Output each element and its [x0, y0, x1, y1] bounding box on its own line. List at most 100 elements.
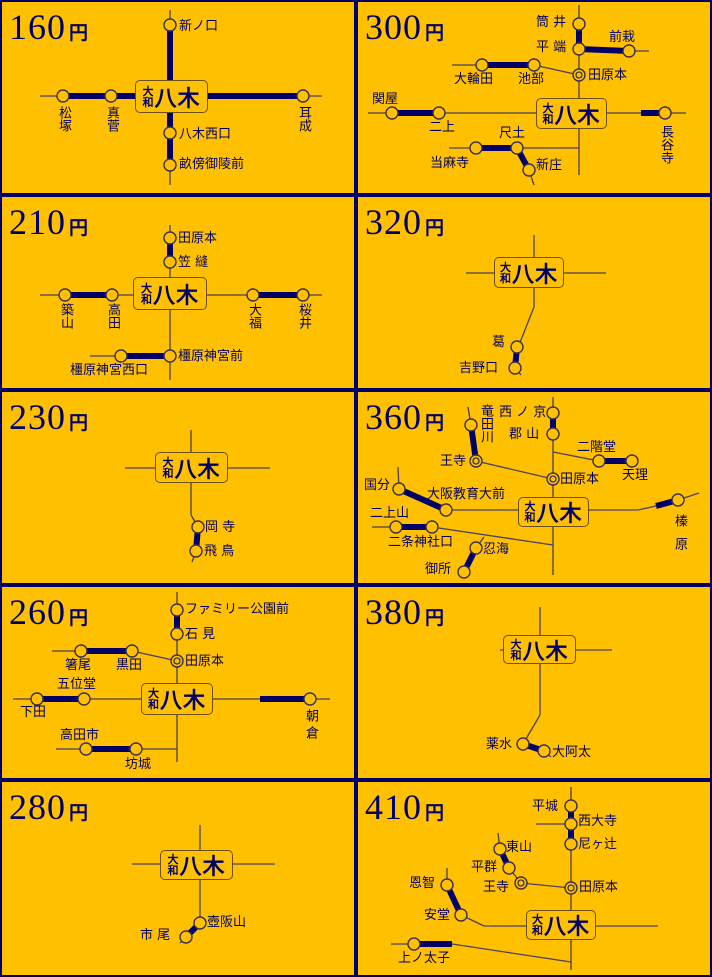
- rail-line: [520, 306, 535, 341]
- rail-line: [451, 943, 572, 963]
- station-marker: [546, 406, 560, 420]
- station-label: 田原本: [560, 472, 600, 487]
- logo-top: 大: [524, 500, 536, 513]
- station-marker: [163, 18, 177, 32]
- logo-prefix: 大和: [142, 86, 153, 108]
- station-label: 王寺: [483, 880, 510, 895]
- rail-line: [475, 460, 554, 480]
- station-marker: [163, 158, 177, 172]
- station-marker: [546, 427, 560, 441]
- logo-main: 八木: [174, 457, 221, 483]
- station-label: 郡 山: [509, 427, 540, 442]
- logo-bottom: 和: [542, 112, 554, 126]
- yamato-yagi-station-logo: 大和八木: [518, 497, 589, 527]
- rail-line: [431, 526, 554, 546]
- station-marker: [671, 493, 685, 507]
- station-marker: [572, 42, 586, 56]
- logo-top: 大: [140, 281, 152, 295]
- station-marker: [163, 231, 177, 245]
- station-label: 西大寺: [578, 814, 618, 829]
- logo-main: 八木: [522, 639, 569, 665]
- yamato-yagi-station-logo: 大和八木: [494, 257, 564, 288]
- logo-prefix: 大和: [542, 103, 553, 125]
- fare-unit: 円: [69, 607, 89, 629]
- transfer-ring: [549, 475, 557, 483]
- fare-unit: 円: [425, 22, 445, 44]
- station-label: 平城: [532, 799, 559, 814]
- fare-unit: 円: [425, 412, 445, 434]
- station-marker: [622, 44, 636, 58]
- station-marker: [105, 288, 119, 302]
- station-marker: [564, 817, 578, 831]
- station-marker: [170, 603, 184, 617]
- yamato-yagi-station-logo: 大和八木: [141, 683, 213, 715]
- station-marker: [125, 644, 139, 658]
- station-label: 当麻寺: [430, 156, 470, 171]
- station-label: 五位堂: [57, 677, 97, 692]
- station-marker: [163, 349, 177, 363]
- logo-bottom: 和: [147, 698, 159, 711]
- station-label: 尼ヶ辻: [578, 837, 618, 852]
- station-label: 榛原: [672, 514, 687, 560]
- panel-background: [358, 392, 710, 583]
- rail-line: [533, 64, 580, 76]
- station-label: 市 尾: [140, 928, 171, 943]
- station-label: 八木西口: [179, 127, 232, 142]
- logo-prefix: 大和: [524, 501, 535, 523]
- station-label: 平 端: [536, 40, 567, 55]
- station-marker: [469, 141, 483, 155]
- station-label: 築山: [58, 303, 73, 329]
- logo-top: 大: [162, 455, 174, 469]
- fare-number: 300: [365, 7, 422, 47]
- station-marker: [510, 141, 524, 155]
- transfer-ring: [575, 71, 583, 79]
- transfer-ring: [517, 879, 525, 887]
- station-label: 池部: [518, 72, 545, 87]
- station-label: 葛: [492, 335, 506, 350]
- route-diagram: [13, 592, 330, 762]
- station-marker: [537, 744, 551, 758]
- station-label: 朝倉: [303, 709, 318, 743]
- station-label: 安堂: [424, 908, 451, 923]
- logo-top: 大: [499, 260, 511, 274]
- station-label: 田原本: [178, 231, 218, 246]
- station-marker: [527, 58, 541, 72]
- transfer-station-marker: [572, 68, 586, 82]
- station-label: 大阿太: [552, 745, 592, 760]
- yamato-yagi-station-logo: 大和八木: [536, 98, 607, 129]
- station-label: 高田: [105, 303, 120, 329]
- logo-bottom: 和: [531, 924, 543, 937]
- station-label: 忍海: [483, 542, 510, 557]
- station-marker: [658, 106, 672, 120]
- station-label: ファミリー公園前: [185, 602, 290, 617]
- logo-bottom: 和: [510, 648, 522, 662]
- fare-number: 260: [9, 592, 66, 632]
- station-label: 坊城: [125, 757, 152, 772]
- station-label: 田原本: [579, 880, 619, 895]
- station-label: 平群: [471, 860, 498, 875]
- fare-zone-segment: [578, 46, 630, 54]
- station-marker: [193, 916, 207, 930]
- station-label: 飛 鳥: [204, 544, 235, 559]
- station-label: 橿原神宮西口: [70, 363, 149, 378]
- logo-main: 八木: [179, 855, 226, 880]
- station-marker: [522, 163, 536, 177]
- transfer-station-marker: [170, 654, 184, 668]
- yamato-yagi-station-logo: 大和八木: [133, 277, 207, 310]
- fare-number: 380: [365, 592, 422, 632]
- logo-top: 大: [142, 84, 154, 98]
- station-marker: [385, 106, 399, 120]
- rail-line: [552, 451, 600, 462]
- station-label: 箸尾: [65, 658, 92, 673]
- station-label: 岡 寺: [205, 520, 236, 535]
- station-marker: [189, 544, 203, 558]
- station-label: 黒田: [116, 658, 143, 673]
